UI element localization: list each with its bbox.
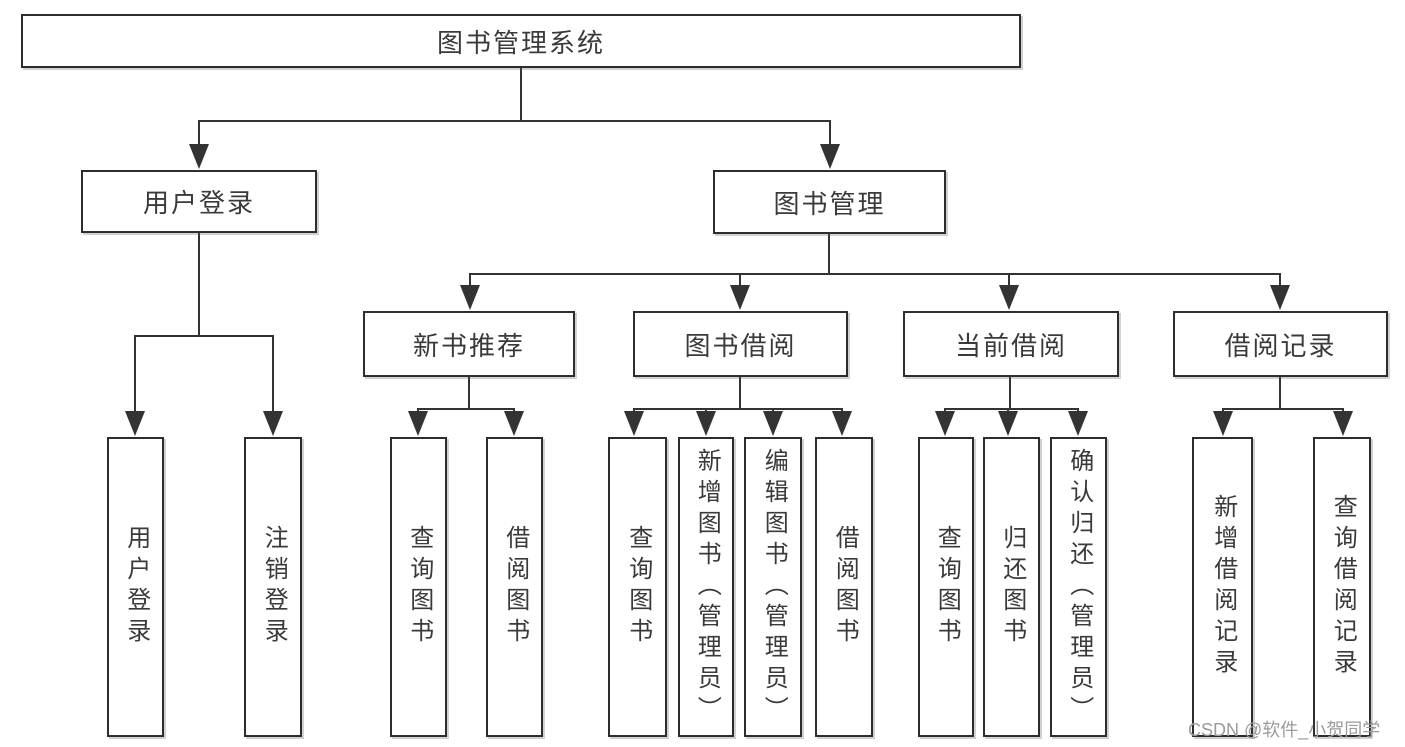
- watermark-text: CSDN @软件_小贺同学: [1188, 720, 1381, 740]
- leaf-add-books-admin: 新增图书（管理员）: [678, 437, 734, 737]
- leaf-query-books-current: 查询图书: [918, 437, 974, 737]
- leaf-label: 查询图书: [933, 525, 961, 649]
- leaf-add-borrow-record: 新增借阅记录: [1192, 437, 1253, 737]
- leaf-label: 借阅图书: [501, 525, 529, 649]
- node-new-book-recommendation: 新书推荐: [363, 311, 575, 377]
- leaf-borrow-books-recommend: 借阅图书: [486, 437, 543, 737]
- node-label: 用户登录: [142, 188, 255, 218]
- node-borrowing-records: 借阅记录: [1173, 311, 1388, 377]
- leaf-label: 确认归还（管理员）: [1065, 447, 1093, 727]
- leaf-label: 新增图书（管理员）: [693, 447, 721, 727]
- leaf-query-borrow-record: 查询借阅记录: [1313, 437, 1371, 737]
- leaf-label: 归还图书: [998, 525, 1026, 649]
- leaf-label: 用户登录: [122, 525, 150, 649]
- node-label: 当前借阅: [954, 330, 1067, 361]
- leaf-confirm-return-admin: 确认归还（管理员）: [1050, 437, 1107, 737]
- leaf-label: 借阅图书: [831, 525, 859, 649]
- leaf-query-books-recommend: 查询图书: [390, 437, 447, 737]
- leaf-logout-login: 注销登录: [244, 437, 302, 737]
- leaf-label: 新增借阅记录: [1209, 494, 1237, 680]
- node-book-management: 图书管理: [713, 170, 946, 234]
- leaf-user-login: 用户登录: [107, 437, 164, 737]
- node-label: 图书管理系统: [436, 27, 605, 58]
- node-label: 新书推荐: [412, 330, 525, 361]
- leaf-label: 注销登录: [260, 525, 288, 649]
- arrowheads: [125, 144, 1353, 436]
- node-current-borrowing: 当前借阅: [903, 311, 1119, 377]
- leaf-edit-books-admin: 编辑图书（管理员）: [744, 437, 802, 737]
- node-label: 图书管理: [773, 188, 886, 219]
- node-book-borrowing: 图书借阅: [633, 311, 848, 377]
- leaf-label: 查询图书: [624, 525, 652, 649]
- node-user-login: 用户登录: [81, 170, 317, 233]
- leaf-label: 查询图书: [405, 525, 433, 649]
- leaf-label: 查询借阅记录: [1329, 494, 1357, 680]
- leaf-query-books-borrowing: 查询图书: [608, 437, 667, 737]
- leaf-borrow-books-borrowing: 借阅图书: [815, 437, 873, 737]
- node-library-management-system: 图书管理系统: [21, 14, 1021, 68]
- leaf-label: 编辑图书（管理员）: [760, 447, 788, 727]
- node-label: 图书借阅: [684, 330, 797, 361]
- node-label: 借阅记录: [1224, 330, 1337, 361]
- leaf-return-books: 归还图书: [983, 437, 1040, 737]
